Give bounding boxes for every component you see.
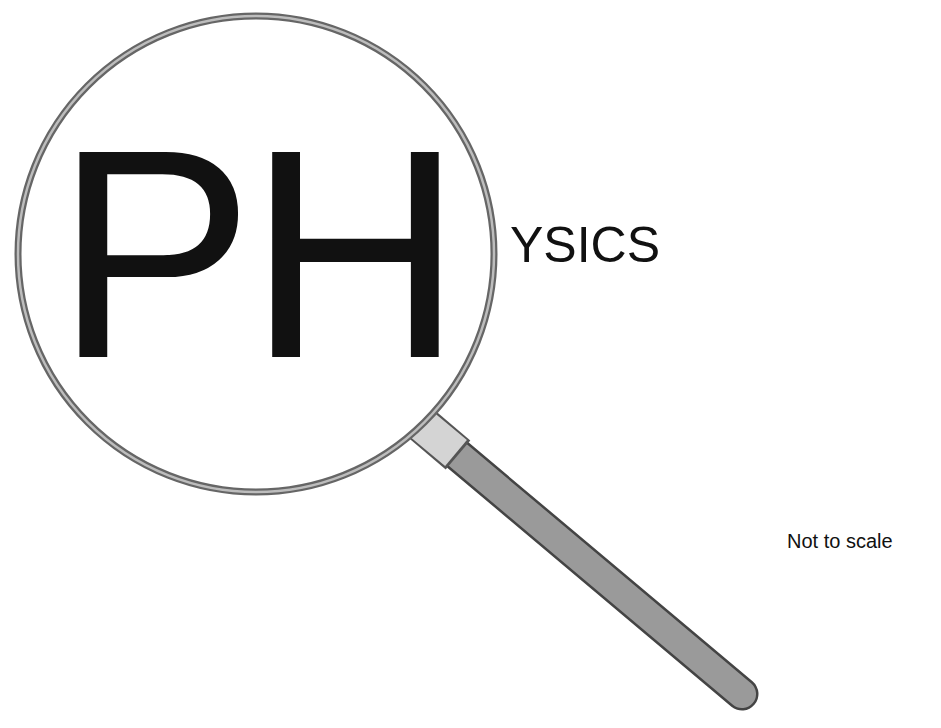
ferrule: [420, 423, 456, 453]
magnifier-lens: PH: [10, 11, 502, 497]
scale-note: Not to scale: [787, 531, 893, 551]
lens-rim-highlight: [18, 16, 494, 492]
lens-rim: [18, 16, 494, 492]
magnified-letters: PH: [55, 105, 457, 403]
handle: [440, 440, 742, 694]
word-remainder: YSICS: [510, 220, 660, 270]
handle-outline: [440, 440, 742, 694]
